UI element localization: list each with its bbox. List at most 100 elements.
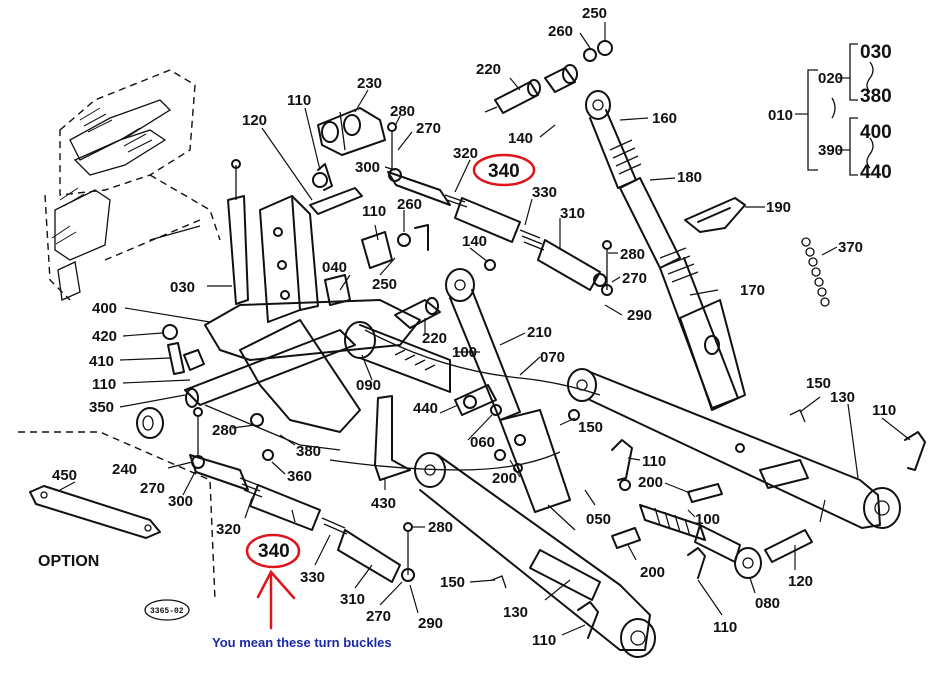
callout-400-b: 400	[92, 300, 117, 317]
callout-120: 120	[242, 112, 267, 129]
callout-230: 230	[357, 75, 382, 92]
pin-120	[309, 187, 363, 215]
turnbuckle-lower	[189, 407, 415, 583]
callout-100: 100	[452, 344, 477, 361]
callout-290-b: 290	[418, 615, 443, 632]
callout-130-b: 130	[503, 604, 528, 621]
callout-410: 410	[89, 353, 114, 370]
callout-040: 040	[322, 259, 347, 276]
lower-link-left	[414, 452, 656, 658]
callout-440-range: 440	[860, 162, 892, 183]
callout-380-b: 380	[296, 443, 321, 460]
callout-130: 130	[830, 389, 855, 406]
callout-160: 160	[652, 110, 677, 127]
callout-440-b: 440	[413, 400, 438, 417]
callout-110: 110	[287, 92, 311, 109]
callout-450: 450	[52, 467, 77, 484]
bushing-240	[136, 407, 164, 439]
callout-350: 350	[89, 399, 114, 416]
callout-090: 090	[356, 377, 381, 394]
callout-380-range: 380	[860, 86, 892, 107]
callout-280-c: 280	[212, 422, 237, 439]
callout-220-b: 220	[422, 330, 447, 347]
callout-280: 280	[390, 103, 415, 120]
callout-260: 260	[548, 23, 573, 40]
callout-430: 430	[371, 495, 396, 512]
lift-rod-center	[445, 268, 576, 531]
leader-lines	[59, 22, 911, 636]
bolts-upper	[387, 122, 613, 296]
bracket-030	[227, 159, 319, 323]
callout-400-range: 400	[860, 122, 892, 143]
option-label: OPTION	[38, 553, 99, 570]
stamp-code: 3365-02	[150, 607, 184, 616]
chain-370	[801, 237, 830, 307]
option-plate-450	[18, 431, 216, 601]
callout-140-b: 140	[462, 233, 487, 250]
callout-340-upper: 340	[488, 161, 520, 182]
callout-150: 150	[806, 375, 831, 392]
callout-300: 300	[355, 159, 380, 176]
bolts-410-420	[162, 324, 205, 375]
callout-330: 330	[532, 184, 557, 201]
callout-200-b: 200	[638, 474, 663, 491]
callout-030-b: 030	[170, 279, 195, 296]
callout-010: 010	[768, 107, 793, 124]
lower-link-right	[567, 368, 901, 529]
cable-line	[364, 329, 601, 396]
callout-340-lower: 340	[258, 541, 290, 562]
callout-310-b: 310	[340, 591, 365, 608]
callout-250-b: 250	[372, 276, 397, 293]
annotation-note: You mean these turn buckles	[212, 635, 392, 650]
hinge-bracket-230	[317, 107, 386, 156]
turnbuckle-upper	[387, 168, 607, 291]
callout-070: 070	[540, 349, 565, 366]
callout-280-b: 280	[620, 246, 645, 263]
stamp-badge	[144, 599, 190, 621]
callout-200-c: 200	[640, 564, 665, 581]
callout-270: 270	[416, 120, 441, 137]
callout-250: 250	[582, 5, 607, 22]
callout-030-range: 030	[860, 42, 892, 63]
callout-330-b: 330	[300, 569, 325, 586]
callout-140: 140	[508, 130, 533, 147]
red-circle-upper	[472, 153, 536, 187]
callout-310: 310	[560, 205, 585, 222]
callout-110-b: 110	[362, 203, 386, 220]
callout-120-b: 120	[788, 573, 813, 590]
callout-260-b: 260	[397, 196, 422, 213]
red-arrow	[256, 569, 296, 630]
callout-390: 390	[818, 142, 843, 159]
tractor-body-outline	[44, 69, 221, 301]
callout-100-b: 100	[695, 511, 720, 528]
lift-rod-right	[585, 90, 746, 411]
callout-110-e: 110	[642, 453, 666, 470]
callout-190: 190	[766, 199, 791, 216]
top-pin-assembly	[484, 40, 613, 114]
callout-420: 420	[92, 328, 117, 345]
callout-370: 370	[838, 239, 863, 256]
part-range-brackets	[807, 43, 874, 176]
callout-300-b: 300	[168, 493, 193, 510]
callout-270-d: 270	[366, 608, 391, 625]
callout-110-d: 110	[872, 402, 896, 419]
small-parts-mid	[312, 163, 496, 306]
callout-150-b: 150	[578, 419, 603, 436]
callout-360: 360	[287, 468, 312, 485]
callout-170: 170	[740, 282, 765, 299]
callout-110-g: 110	[532, 632, 556, 649]
callout-270-b: 270	[622, 270, 647, 287]
callout-240: 240	[112, 461, 137, 478]
callout-200: 200	[492, 470, 517, 487]
callout-020: 020	[818, 70, 843, 87]
callout-labels: 250 260 220 140 160 230 110 280 270 120 …	[52, 5, 896, 649]
callout-320-b: 320	[216, 521, 241, 538]
clip-190	[684, 197, 746, 233]
callout-320: 320	[453, 145, 478, 162]
callout-180: 180	[677, 169, 702, 186]
callout-280-d: 280	[428, 519, 453, 536]
small-parts-lower	[204, 404, 341, 461]
callout-220: 220	[476, 61, 501, 78]
clips-150	[491, 409, 806, 589]
